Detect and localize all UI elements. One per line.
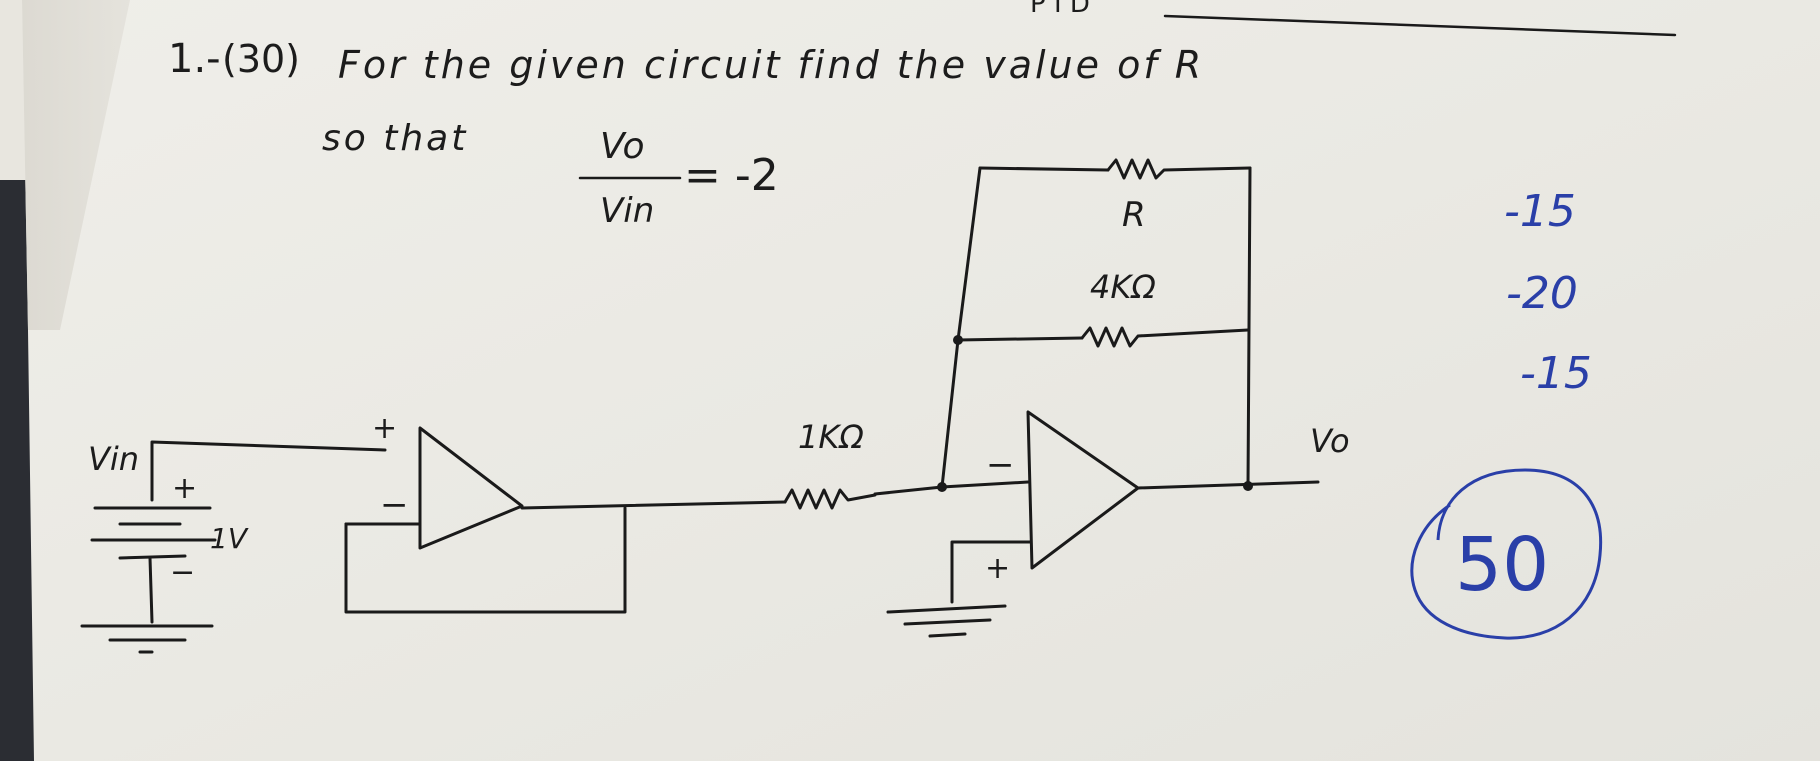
paper-sheet — [22, 0, 1820, 761]
header-fragment: P I D — [1030, 0, 1090, 19]
source-minus-sign: − — [170, 555, 195, 590]
ratio-numerator: Vo — [600, 126, 645, 167]
input-resistor-label: 1KΩ — [798, 418, 864, 456]
wire-source-top — [150, 440, 387, 502]
ratio-denominator: Vin — [600, 191, 654, 231]
deduction-1: -15 — [1504, 186, 1576, 237]
opamp2-triangle — [1026, 410, 1140, 570]
feedback-R-symbol — [1106, 158, 1252, 180]
wire-feedback-4k-left — [956, 336, 1084, 342]
opamp2-minus-sign: − — [986, 445, 1015, 485]
score-circle — [1410, 468, 1603, 640]
battery-plate-short-2 — [118, 554, 187, 560]
problem-points: (30) — [222, 37, 300, 81]
wire-opamp2-out — [1136, 480, 1320, 490]
deduction-3: -15 — [1520, 348, 1592, 399]
problem-number: 1.- — [168, 36, 221, 82]
feedback-4k-label: 4KΩ — [1090, 268, 1156, 306]
opamp1-triangle — [418, 426, 524, 550]
wire-opamp2-plus-to-ground — [950, 540, 1032, 604]
opamp1-minus-sign: − — [380, 485, 409, 525]
wire-to-node — [873, 485, 944, 496]
problem-statement-line2: so that — [322, 118, 468, 159]
score-value: 50 — [1455, 522, 1549, 608]
opamp2-plus-sign: + — [985, 551, 1010, 586]
wire-opamp1-out — [520, 500, 787, 510]
ground2-line2 — [903, 618, 992, 626]
wire-feedback-right — [1246, 166, 1252, 488]
feedback-R-label: R — [1122, 195, 1146, 235]
output-label: Vo — [1310, 422, 1350, 460]
ground2-line3 — [928, 632, 967, 638]
ratio-value: = -2 — [684, 150, 779, 201]
ground2-line1 — [886, 604, 1007, 614]
problem-statement-line1: For the given circuit find the value of … — [338, 43, 1204, 87]
source-value: 1V — [210, 522, 249, 555]
wire-feedback-R-left — [978, 166, 1110, 172]
wire-buffer-feedback — [344, 506, 627, 614]
opamp1-plus-sign: + — [372, 411, 397, 446]
source-plus-sign: + — [172, 471, 197, 506]
feedback-4k-symbol — [1080, 326, 1250, 348]
paper-fold-shadow — [22, 0, 130, 330]
input-label: Vin — [88, 440, 139, 478]
wire-node-to-opamp2-minus — [940, 480, 1030, 489]
header-underline — [1163, 14, 1677, 37]
deduction-2: -20 — [1506, 268, 1578, 319]
wire-source-bottom — [148, 556, 154, 624]
input-resistor-symbol — [783, 488, 877, 510]
